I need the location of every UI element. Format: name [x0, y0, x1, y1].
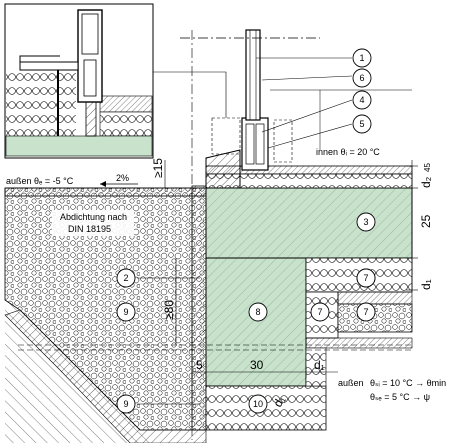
- callout-circle: [352, 90, 372, 110]
- callout-circle: [356, 268, 376, 288]
- callout-number: 5: [359, 119, 364, 129]
- callout-circle: [352, 48, 372, 68]
- dim-30: 30: [250, 358, 264, 372]
- callout-number: 7: [363, 307, 368, 317]
- callout-10: 10: [248, 394, 268, 414]
- dim-d1-bottom: d₁: [314, 358, 325, 372]
- outside-bottom-label: außen: [338, 378, 364, 388]
- theta-si-label: θₛᵢ = 10 °C → θmin: [370, 378, 446, 388]
- callout-circle: [352, 68, 372, 88]
- callout-6: 6: [352, 68, 372, 88]
- waterproofing-label-2: DIN 18195: [68, 224, 111, 234]
- dim-d1-right: d₁: [419, 279, 433, 290]
- callout-7: 7: [356, 302, 376, 322]
- callout-circle: [116, 268, 136, 288]
- outside-temp-label: außen θₑ = -5 °C: [6, 176, 74, 186]
- dim-5: 5: [196, 358, 203, 372]
- callout-circle: [356, 212, 376, 232]
- callout-number: 3: [363, 217, 368, 227]
- inset-detail: [4, 3, 154, 159]
- callout-8: 8: [248, 302, 268, 322]
- theta-se-label: θₛₑ = 5 °C → ψ: [370, 392, 430, 402]
- callout-number: 10: [253, 399, 263, 409]
- callout-circle: [116, 394, 136, 414]
- callout-circle: [248, 394, 268, 414]
- dim-25: 25: [419, 214, 433, 228]
- dim-d2: d₂: [419, 176, 433, 188]
- callout-circle: [352, 114, 372, 134]
- callout-5: 5: [352, 114, 372, 134]
- callout-circle: [248, 302, 268, 322]
- callout-7: 7: [310, 302, 330, 322]
- callout-circle: [310, 302, 330, 322]
- callout-number: 1: [359, 53, 364, 63]
- callout-9: 9: [116, 394, 136, 414]
- callout-number: 2: [123, 273, 128, 283]
- callout-number: 9: [123, 307, 128, 317]
- callout-number: 6: [359, 73, 364, 83]
- callout-number: 8: [255, 307, 260, 317]
- callout-number: 7: [363, 273, 368, 283]
- callout-number: 9: [123, 399, 128, 409]
- callout-number: 7: [317, 307, 322, 317]
- inside-temp-label: innen θᵢ = 20 °C: [316, 147, 380, 157]
- waterproofing-label-1: Abdichtung nach: [60, 212, 127, 222]
- callout-number: 4: [359, 95, 364, 105]
- dim-80: ≥80: [162, 300, 176, 320]
- callout-2: 2: [116, 268, 136, 288]
- callout-markers: 164532779879107: [116, 48, 376, 414]
- dim-min15: ≥15: [151, 158, 165, 178]
- dim-45: 45: [423, 163, 432, 172]
- callout-circle: [356, 302, 376, 322]
- slope-label: 2%: [116, 173, 129, 183]
- callout-7: 7: [356, 268, 376, 288]
- callout-4: 4: [352, 90, 372, 110]
- callout-1: 1: [352, 48, 372, 68]
- callout-9: 9: [116, 302, 136, 322]
- callout-circle: [116, 302, 136, 322]
- callout-3: 3: [356, 212, 376, 232]
